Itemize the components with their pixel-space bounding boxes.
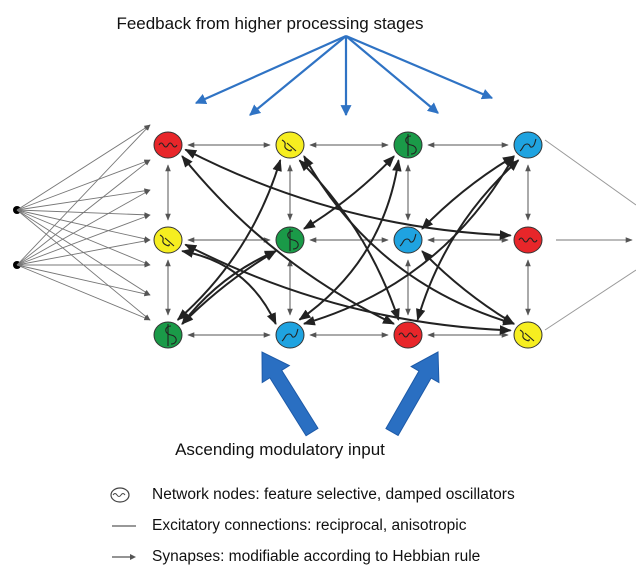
network-node-red	[153, 131, 183, 159]
wave-icon	[398, 332, 418, 338]
legend-item-synapses: Synapses: modifiable according to Hebbia…	[108, 545, 480, 569]
legend-text: Synapses: modifiable according to Hebbia…	[152, 548, 481, 565]
input-connection	[16, 264, 151, 297]
input-connection	[16, 209, 151, 266]
network-node-red	[393, 321, 423, 349]
feedback-arrow	[345, 35, 439, 114]
legend-item-nodes: Network nodes: feature selective, damped…	[108, 483, 515, 507]
feedback-arrow	[194, 34, 347, 105]
long-range-connection	[421, 250, 515, 325]
input-connection	[16, 159, 151, 266]
network-node-red	[513, 226, 543, 254]
long-range-connections	[176, 148, 520, 335]
input-connection	[16, 209, 151, 242]
input-connection	[16, 214, 151, 266]
spiral-icon	[399, 233, 417, 247]
network-node-yellow	[153, 226, 183, 254]
legend-item-connections: Excitatory connections: reciprocal, anis…	[108, 514, 466, 538]
modulatory-label: Ascending modulatory input	[175, 440, 385, 459]
input-fan	[13, 124, 151, 321]
s-curve-icon	[287, 229, 299, 251]
feedback-arrow	[249, 35, 347, 116]
network-node-blue	[393, 226, 423, 254]
long-range-connection	[181, 248, 277, 326]
network-node-green	[393, 131, 423, 159]
s-curve-icon	[165, 324, 177, 346]
network-node-blue	[275, 321, 305, 349]
output-connection	[544, 139, 636, 206]
long-range-connection	[421, 155, 515, 230]
feedback-arrows	[194, 34, 494, 117]
input-connection	[16, 264, 151, 321]
long-range-connection	[181, 250, 277, 325]
input-connection	[16, 124, 151, 266]
modulatory-arrow	[261, 351, 319, 437]
s-curve-icon	[405, 134, 417, 156]
spiral-icon	[519, 138, 537, 152]
wave-icon	[158, 142, 178, 148]
network-node-yellow	[275, 131, 305, 159]
spiral-icon	[281, 328, 299, 342]
oscillator-node-icon	[108, 485, 140, 505]
diagram-canvas	[13, 34, 636, 437]
feedback-arrow	[345, 34, 494, 100]
input-connection	[16, 159, 151, 211]
modulatory-arrows	[261, 351, 440, 437]
oscillator-nodes	[153, 131, 543, 349]
network-node-green	[153, 321, 183, 349]
feedback-label: Feedback from higher processing stages	[116, 14, 424, 33]
long-range-connection	[181, 250, 277, 325]
input-connection	[16, 188, 151, 211]
network-node-yellow	[513, 321, 543, 349]
input-connection	[16, 124, 151, 211]
spring-icon	[281, 139, 297, 152]
arrow-icon	[108, 547, 140, 567]
spring-icon	[519, 329, 535, 342]
output-connection	[544, 269, 636, 331]
input-connection	[16, 238, 151, 266]
network-node-blue	[513, 131, 543, 159]
modulatory-arrow	[385, 351, 440, 437]
node-circle	[393, 226, 423, 254]
output-fan	[544, 139, 636, 331]
node-circle	[513, 131, 543, 159]
node-circle	[275, 321, 305, 349]
legend-text: Network nodes: feature selective, damped…	[152, 486, 515, 503]
input-connection	[16, 189, 151, 266]
legend-text: Excitatory connections: reciprocal, anis…	[152, 517, 467, 534]
wave-icon	[518, 237, 538, 243]
network-node-green	[275, 226, 305, 254]
spring-icon	[159, 234, 175, 247]
line-icon	[108, 516, 140, 536]
